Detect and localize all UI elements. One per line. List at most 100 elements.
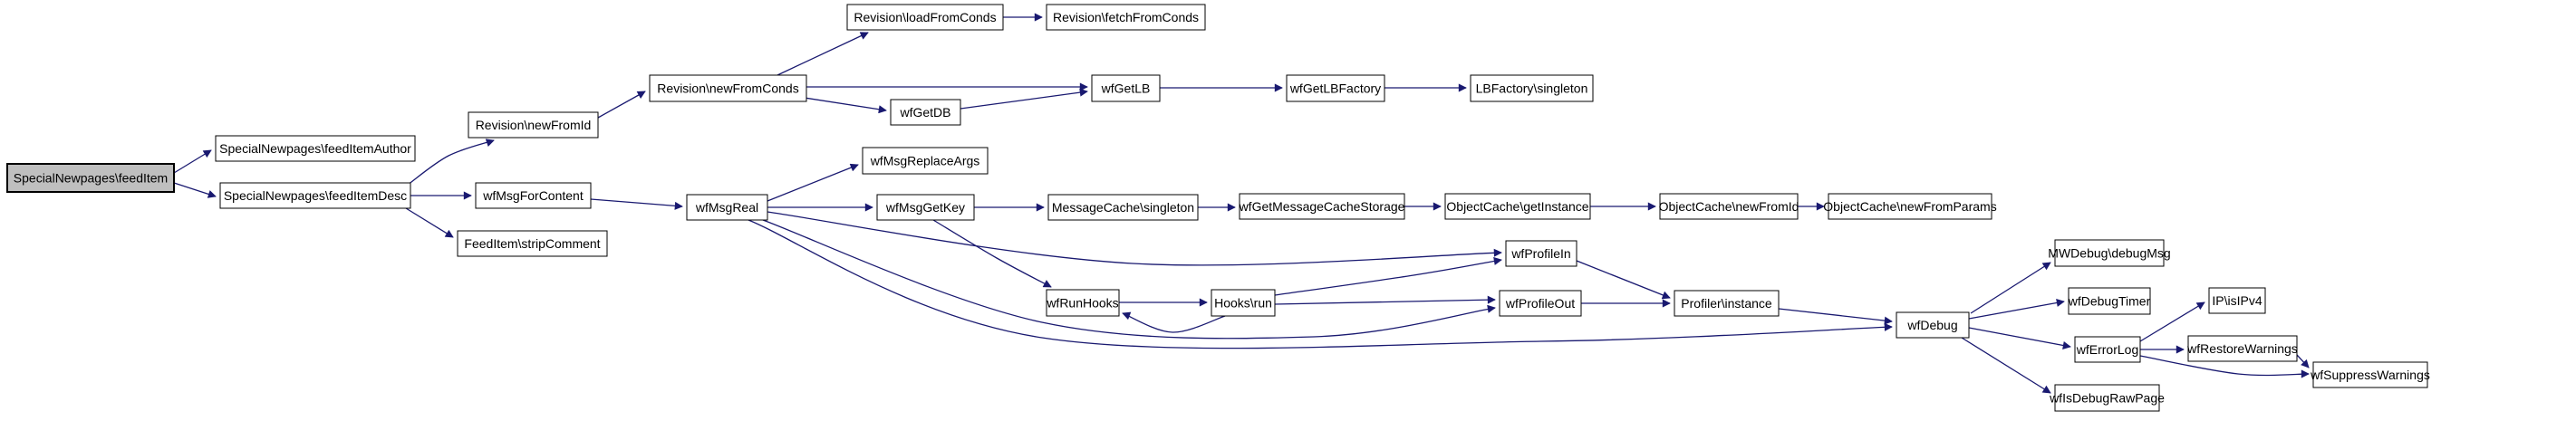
node-box-msgCacheSingleton[interactable] — [1047, 194, 1199, 221]
node-wfGetDB[interactable]: wfGetDB — [890, 99, 961, 126]
node-wfMsgReplaceArgs[interactable]: wfMsgReplaceArgs — [862, 147, 989, 175]
node-box-wfMsgReplaceArgs[interactable] — [862, 147, 989, 175]
node-box-objNewFromParams[interactable] — [1828, 193, 1992, 220]
node-objNewFromParams[interactable]: ObjectCache\newFromParams — [1823, 193, 1997, 220]
node-box-profilerInstance[interactable] — [1674, 290, 1780, 317]
node-wfIsDebugRawPage[interactable]: wfIsDebugRawPage — [2049, 384, 2165, 412]
node-msgCacheSingleton[interactable]: MessageCache\singleton — [1047, 194, 1199, 221]
node-feedItemAuthor[interactable]: SpecialNewpages\feedItemAuthor — [215, 135, 416, 162]
node-label-wfRunHooks: wfRunHooks — [1046, 296, 1118, 311]
node-wfProfileIn[interactable]: wfProfileIn — [1505, 240, 1577, 267]
edge-wfGetDB-to-wfGetLB — [960, 88, 1088, 110]
node-label-stripComment: FeedItem\stripComment — [464, 236, 600, 251]
node-objGetInstance[interactable]: ObjectCache\getInstance — [1444, 193, 1591, 220]
node-box-objNewFromId[interactable] — [1659, 193, 1799, 220]
node-wfMsgGetKey[interactable]: wfMsgGetKey — [876, 194, 975, 221]
node-revNewFromConds[interactable]: Revision\newFromConds — [649, 74, 807, 102]
node-label-wfMsgGetKey: wfMsgGetKey — [885, 200, 965, 215]
node-label-wfMsgForContent: wfMsgForContent — [482, 188, 584, 203]
node-feedItemDesc[interactable]: SpecialNewpages\feedItemDesc — [219, 182, 411, 209]
node-wfErrorLog[interactable]: wfErrorLog — [2074, 336, 2141, 363]
node-label-wfSuppressWarnings: wfSuppressWarnings — [2310, 368, 2430, 382]
node-box-wfGetLBFactory[interactable] — [1286, 74, 1385, 102]
node-wfSuppressWarnings[interactable]: wfSuppressWarnings — [2310, 361, 2430, 388]
node-hooksRun[interactable]: Hooks\run — [1211, 289, 1276, 317]
node-label-wfGetLBFactory: wfGetLBFactory — [1289, 81, 1381, 96]
node-revNewFromId[interactable]: Revision\newFromId — [468, 111, 599, 139]
edge-wfMsgReal-to-wfMsgReplaceArgs — [767, 163, 859, 202]
node-label-wfGetMsgCacheStore: wfGetMessageCacheStorage — [1239, 199, 1405, 214]
node-box-wfSuppressWarnings[interactable] — [2312, 361, 2428, 388]
node-wfGetLBFactory[interactable]: wfGetLBFactory — [1286, 74, 1385, 102]
node-box-wfRunHooks[interactable] — [1046, 289, 1120, 317]
edge-wfRestoreWarnings-to-wfSuppressWarnings — [2296, 354, 2310, 368]
node-fetchFromConds[interactable]: Revision\fetchFromConds — [1046, 4, 1206, 31]
edge-revNewFromConds-to-loadFromConds — [777, 32, 869, 76]
node-loadFromConds[interactable]: Revision\loadFromConds — [846, 4, 1004, 31]
node-wfMsgReal[interactable]: wfMsgReal — [686, 194, 768, 221]
edge-wfMsgReal-to-wfProfileIn — [767, 211, 1502, 266]
node-box-mwDebugMsg[interactable] — [2054, 239, 2165, 267]
node-box-wfMsgForContent[interactable] — [475, 182, 592, 209]
node-label-wfGetLB: wfGetLB — [1101, 81, 1151, 96]
node-wfDebug[interactable]: wfDebug — [1896, 311, 1970, 339]
node-label-msgCacheSingleton: MessageCache\singleton — [1052, 200, 1194, 215]
node-wfRunHooks[interactable]: wfRunHooks — [1046, 289, 1120, 317]
node-box-revNewFromId[interactable] — [468, 111, 599, 139]
node-box-ipIsIPv4[interactable] — [2208, 287, 2266, 314]
node-lbfSingleton[interactable]: LBFactory\singleton — [1470, 74, 1594, 102]
node-box-fetchFromConds[interactable] — [1046, 4, 1206, 31]
node-box-wfDebug[interactable] — [1896, 311, 1970, 339]
node-wfDebugTimer[interactable]: wfDebugTimer — [2068, 287, 2151, 315]
node-box-feedItemDesc[interactable] — [219, 182, 411, 209]
node-box-hooksRun[interactable] — [1211, 289, 1276, 317]
node-objNewFromId[interactable]: ObjectCache\newFromId — [1659, 193, 1799, 220]
edge-wfMsgGetKey-to-wfRunHooks — [932, 219, 1052, 288]
node-box-wfRestoreWarnings[interactable] — [2187, 335, 2298, 362]
node-box-objGetInstance[interactable] — [1444, 193, 1591, 220]
node-label-objGetInstance: ObjectCache\getInstance — [1446, 199, 1588, 214]
node-box-wfErrorLog[interactable] — [2074, 336, 2141, 363]
edge-feedItemDesc-to-stripComment — [405, 207, 454, 238]
node-label-revNewFromConds: Revision\newFromConds — [657, 81, 798, 96]
edge-hooksRun-to-wfRunHooks — [1122, 311, 1226, 333]
node-box-stripComment[interactable] — [457, 230, 608, 257]
node-stripComment[interactable]: FeedItem\stripComment — [457, 230, 608, 257]
node-wfGetLB[interactable]: wfGetLB — [1091, 74, 1161, 102]
node-box-wfGetLB[interactable] — [1091, 74, 1161, 102]
node-wfMsgForContent[interactable]: wfMsgForContent — [475, 182, 592, 209]
edge-wfMsgReal-to-wfProfileOut — [762, 219, 1496, 340]
node-wfProfileOut[interactable]: wfProfileOut — [1499, 290, 1582, 317]
edge-wfDebug-to-wfDebugTimer — [1968, 298, 2065, 320]
node-box-wfDebugTimer[interactable] — [2068, 287, 2151, 315]
node-ipIsIPv4[interactable]: IP\isIPv4 — [2208, 287, 2266, 314]
node-label-feedItemAuthor: SpecialNewpages\feedItemAuthor — [219, 141, 411, 156]
node-mwDebugMsg[interactable]: MWDebug\debugMsg — [2048, 239, 2171, 267]
node-wfRestoreWarnings[interactable]: wfRestoreWarnings — [2186, 335, 2298, 362]
edge-revNewFromId-to-revNewFromConds — [597, 91, 646, 119]
node-label-fetchFromConds: Revision\fetchFromConds — [1053, 10, 1199, 24]
node-label-ipIsIPv4: IP\isIPv4 — [2212, 293, 2262, 308]
node-box-wfGetMsgCacheStore[interactable] — [1239, 193, 1405, 220]
node-box-revNewFromConds[interactable] — [649, 74, 807, 102]
node-label-wfProfileIn: wfProfileIn — [1510, 246, 1570, 261]
node-box-wfGetDB[interactable] — [890, 99, 961, 126]
edge-hooksRun-to-wfProfileOut — [1274, 295, 1496, 305]
node-box-wfMsgGetKey[interactable] — [876, 194, 975, 221]
node-box-feedItemAuthor[interactable] — [215, 135, 416, 162]
edge-feedItem-to-feedItemAuthor — [173, 149, 212, 174]
node-wfGetMsgCacheStore[interactable]: wfGetMessageCacheStorage — [1239, 193, 1405, 220]
node-box-lbfSingleton[interactable] — [1470, 74, 1594, 102]
node-box-feedItem[interactable] — [6, 163, 175, 193]
node-box-wfIsDebugRawPage[interactable] — [2054, 384, 2160, 412]
node-feedItem[interactable]: SpecialNewpages\feedItem — [6, 163, 175, 193]
node-box-wfProfileIn[interactable] — [1505, 240, 1577, 267]
node-box-wfMsgReal[interactable] — [686, 194, 768, 221]
node-label-feedItem: SpecialNewpages\feedItem — [14, 171, 168, 186]
node-label-wfMsgReal: wfMsgReal — [695, 200, 758, 215]
node-box-wfProfileOut[interactable] — [1499, 290, 1582, 317]
node-label-objNewFromId: ObjectCache\newFromId — [1659, 199, 1799, 214]
node-box-loadFromConds[interactable] — [846, 4, 1004, 31]
node-profilerInstance[interactable]: Profiler\instance — [1674, 290, 1780, 317]
node-label-profilerInstance: Profiler\instance — [1681, 296, 1772, 311]
